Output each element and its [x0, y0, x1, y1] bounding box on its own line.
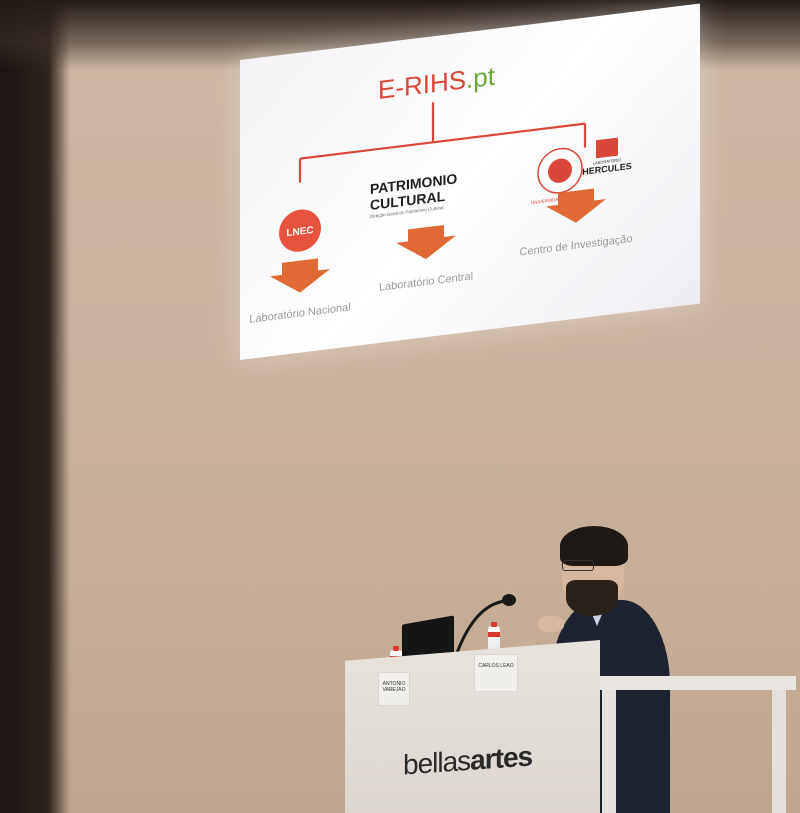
branch-horizontal-line — [300, 122, 585, 160]
slide-title: E-RIHS.pt — [378, 61, 496, 105]
bottle-cap-icon — [393, 646, 399, 651]
hercules-logo-main: HERCULES — [582, 161, 631, 177]
slide-title-prefix: E-RIHS — [378, 64, 466, 105]
podium-brand-bold: artes — [470, 740, 533, 776]
lnec-logo-text: LNEC — [286, 225, 313, 239]
branch-evora-hercules: UNIVERSIDADE DE ÉVORA LABORATÓRIO HERCUL… — [519, 137, 633, 259]
microphone — [455, 594, 516, 654]
branch-patrimonio: PATRIMONIO CULTURAL Direção-Geral do Pat… — [370, 170, 473, 294]
podium-brand-thin: bellas — [403, 744, 471, 781]
bottle-cap-icon — [491, 622, 497, 627]
table-leg — [772, 690, 786, 813]
branch-label-lnec: Laboratório Nacional — [249, 301, 350, 325]
slide-title-suffix: .pt — [466, 61, 496, 95]
evora-seal-icon — [548, 158, 572, 183]
arrow-down-icon — [270, 258, 330, 293]
branch-label-patrimonio: Laboratório Central — [379, 270, 473, 294]
projected-slide: E-RIHS.pt LNEC Laboratório Nacional PATR… — [240, 3, 700, 360]
branch-label-evora: Centro de Investigação — [519, 233, 632, 259]
table-leg — [602, 690, 616, 813]
water-bottle — [488, 622, 500, 652]
table-top — [596, 676, 796, 690]
mic-head-icon — [502, 594, 516, 606]
nameplate-left: ANTONIO VAREJAO — [378, 672, 410, 706]
speaker-hair — [560, 526, 628, 566]
nameplate-left-text: ANTONIO VAREJAO — [382, 681, 406, 693]
arrow-down-icon — [546, 188, 606, 223]
nameplate-right: CARLOS LEAO — [474, 654, 518, 692]
podium — [345, 640, 600, 813]
speaker-glasses-icon — [562, 560, 594, 571]
lnec-logo-icon — [279, 209, 321, 252]
hercules-logo-top: LABORATÓRIO — [593, 157, 622, 165]
hercules-logo-icon — [596, 137, 618, 159]
mic-stem-icon — [455, 599, 506, 654]
speaker-beard — [566, 580, 618, 616]
arrow-down-icon — [396, 224, 456, 260]
side-table — [596, 676, 796, 813]
left-curtain — [0, 0, 70, 813]
nameplate-right-text: CARLOS LEAO — [478, 663, 514, 669]
speaker-hand — [538, 616, 564, 632]
slide-diagram: E-RIHS.pt LNEC Laboratório Nacional PATR… — [249, 61, 633, 326]
org-chart-connectors — [298, 102, 587, 183]
branch-lnec: LNEC Laboratório Nacional — [249, 209, 351, 326]
bottle-label-icon — [488, 632, 500, 637]
